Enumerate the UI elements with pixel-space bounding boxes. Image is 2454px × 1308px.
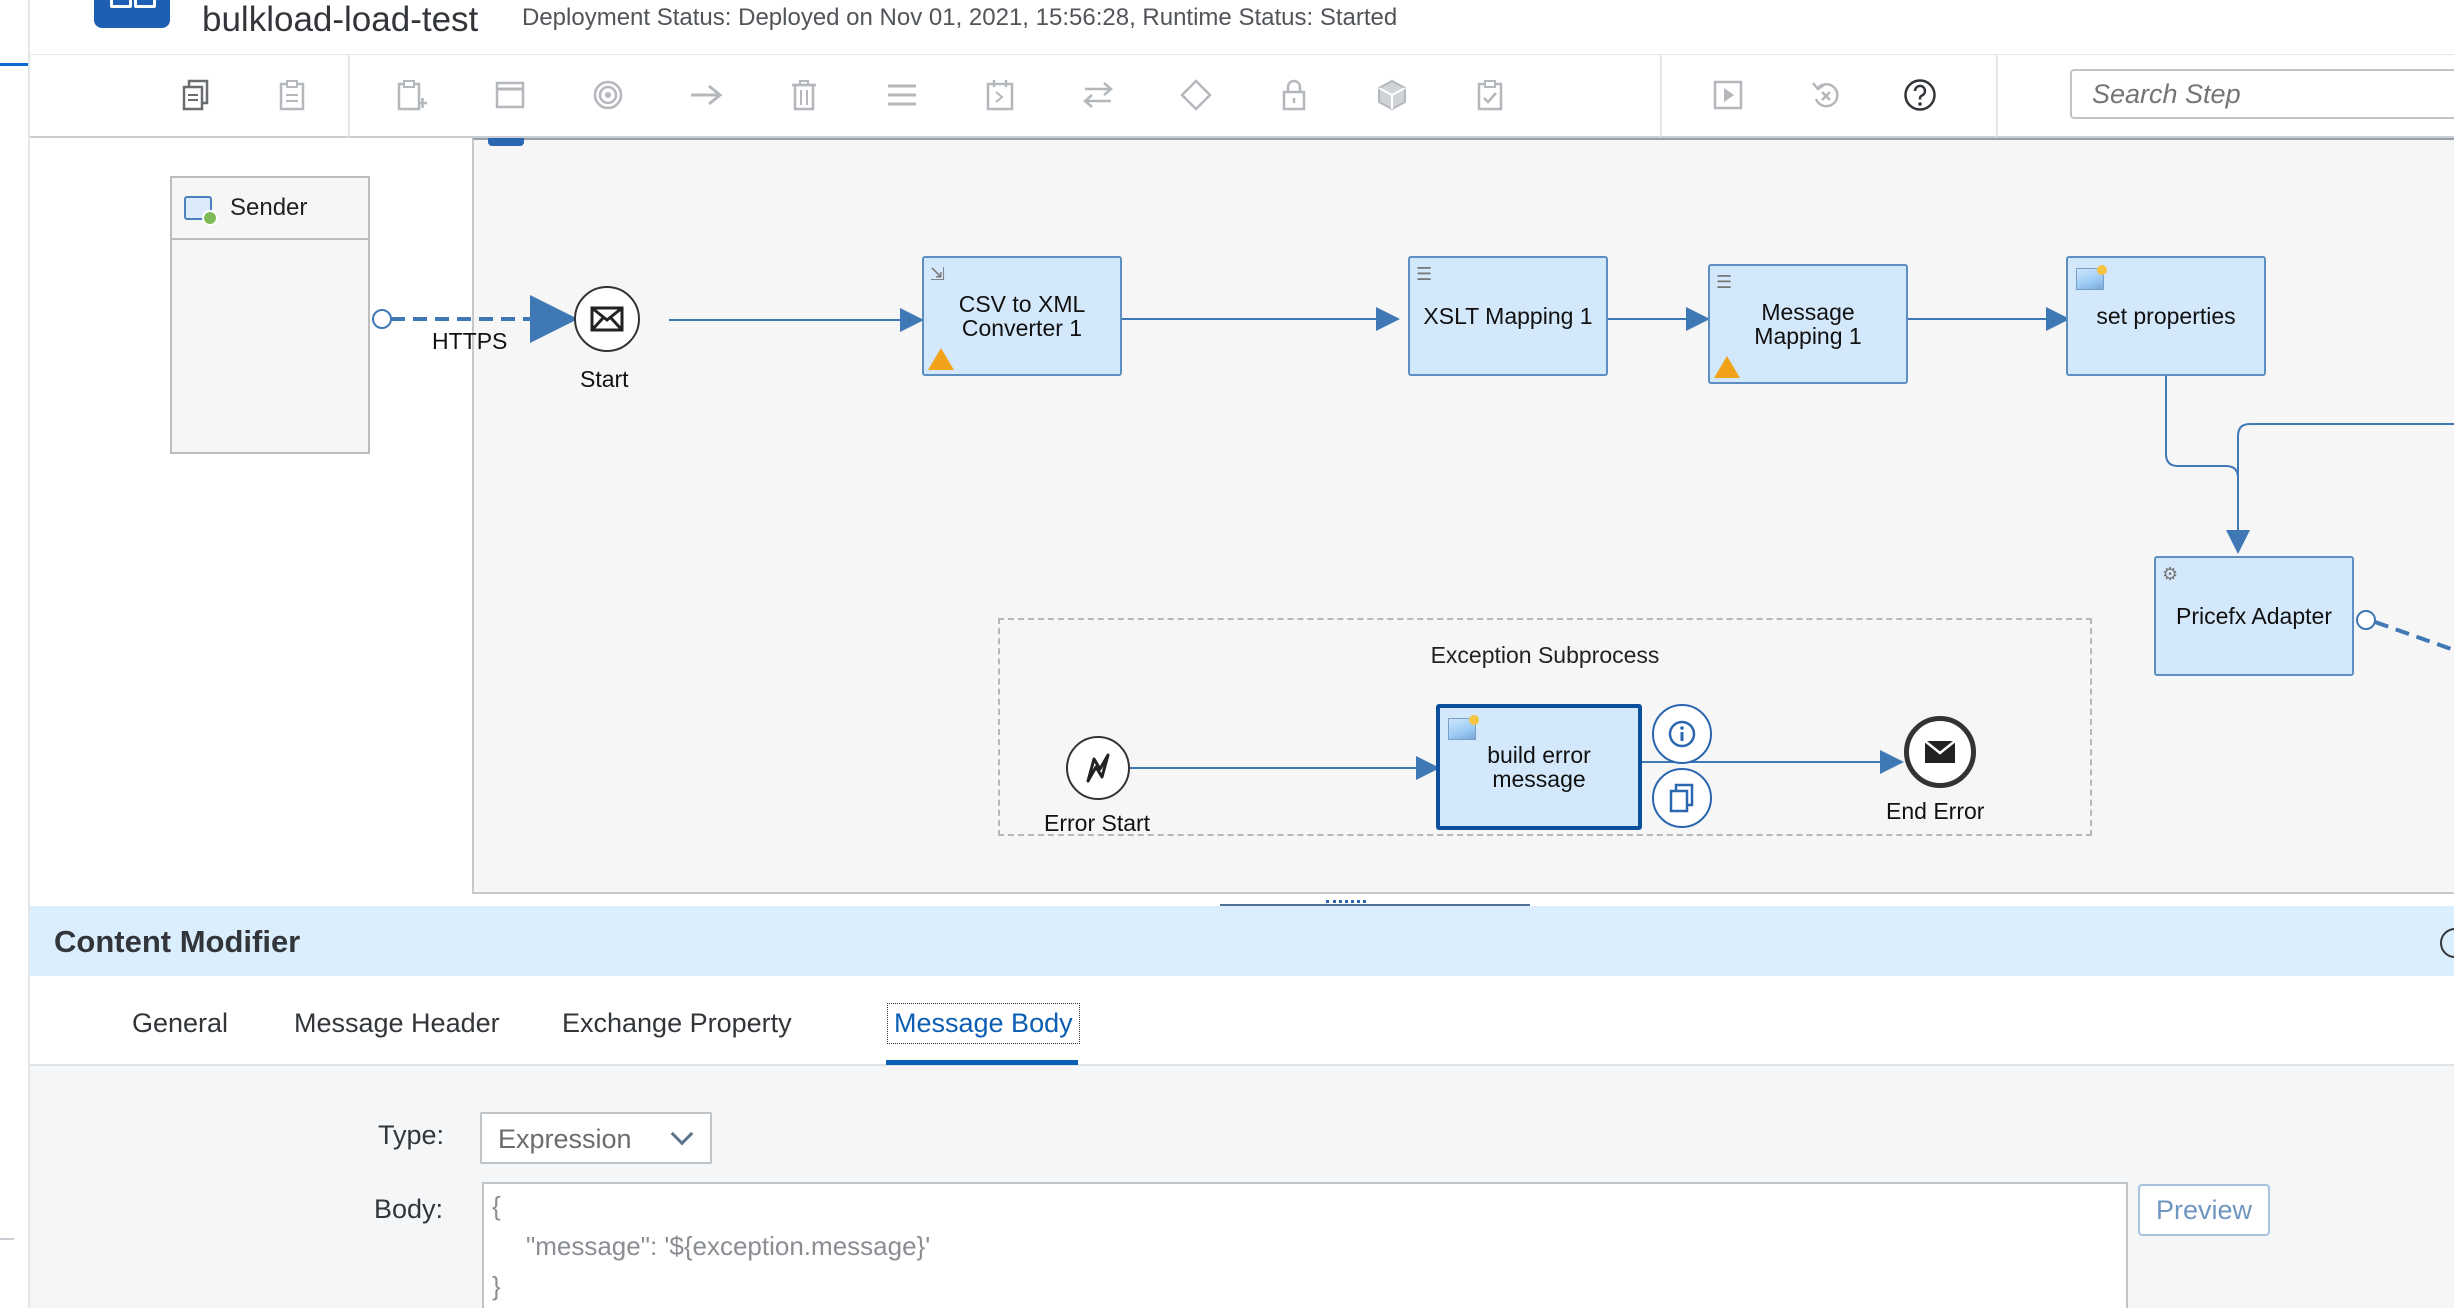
type-select[interactable]: Expression bbox=[480, 1112, 712, 1164]
deployment-status: Deployment Status: Deployed on Nov 01, 2… bbox=[522, 4, 1398, 31]
undo-icon[interactable] bbox=[1804, 73, 1848, 117]
envelope-icon bbox=[590, 306, 624, 332]
type-label: Type: bbox=[378, 1120, 445, 1150]
page-title: bulkload-load-test bbox=[202, 0, 479, 39]
gutter-tick bbox=[0, 1238, 14, 1240]
toolbar-separator bbox=[1996, 55, 1998, 137]
mapping-icon: ☰ bbox=[1416, 264, 1433, 284]
gear-icon: ⚙ bbox=[2162, 564, 2179, 584]
message-body-form: Type: Expression Body: { "message": '${e… bbox=[30, 1066, 2454, 1308]
toolbar-separator bbox=[348, 55, 350, 137]
content-modifier-icon bbox=[2076, 265, 2107, 290]
end-error-label: End Error bbox=[1886, 798, 1985, 824]
pool-header-icon bbox=[488, 138, 524, 146]
tab-general[interactable]: General bbox=[132, 1008, 229, 1038]
end-error-event[interactable] bbox=[1904, 716, 1976, 788]
cube-icon[interactable] bbox=[1370, 73, 1414, 117]
arrow-right-icon[interactable] bbox=[684, 73, 728, 117]
step-csv-to-xml-converter[interactable]: ⇲ CSV to XML Converter 1 bbox=[922, 256, 1122, 376]
step-xslt-mapping[interactable]: ☰ XSLT Mapping 1 bbox=[1408, 256, 1608, 376]
properties-tabs: General Message Header Exchange Property… bbox=[30, 976, 2454, 1066]
splitter-handle[interactable] bbox=[1326, 900, 1366, 908]
start-event[interactable] bbox=[574, 286, 640, 352]
tab-message-header[interactable]: Message Header bbox=[294, 1008, 500, 1038]
tab-exchange-property[interactable]: Exchange Property bbox=[562, 1008, 792, 1038]
step-label: CSV to XML Converter 1 bbox=[958, 291, 1086, 341]
start-label: Start bbox=[580, 366, 629, 392]
active-tab-indicator bbox=[886, 1060, 1078, 1065]
info-icon[interactable] bbox=[1652, 704, 1712, 764]
https-label: HTTPS bbox=[432, 328, 508, 354]
warning-icon bbox=[928, 348, 954, 370]
lightning-icon bbox=[1086, 753, 1110, 783]
panel-splitter[interactable] bbox=[1220, 904, 1530, 906]
step-label: XSLT Mapping 1 bbox=[1423, 303, 1593, 329]
step-label: Pricefx Adapter bbox=[2176, 603, 2332, 629]
page-header: bulkload-load-test Deployment Status: De… bbox=[30, 0, 2454, 54]
content-modifier-icon bbox=[1448, 715, 1479, 740]
exception-subprocess-title: Exception Subprocess bbox=[1430, 642, 1660, 668]
play-icon[interactable] bbox=[1706, 73, 1750, 117]
panel-title: Content Modifier bbox=[54, 924, 301, 959]
calendar-icon[interactable] bbox=[978, 73, 1022, 117]
warning-icon bbox=[1714, 356, 1740, 378]
body-line: } bbox=[492, 1271, 501, 1301]
step-message-mapping[interactable]: ☰ Message Mapping 1 bbox=[1708, 264, 1908, 384]
process-canvas[interactable]: Sender HTTPS Start ⇲ CSV to XML Converte… bbox=[30, 138, 2454, 906]
sender-header: Sender bbox=[172, 178, 368, 240]
body-label: Body: bbox=[374, 1194, 444, 1224]
step-build-error-message[interactable]: build error message bbox=[1436, 704, 1642, 830]
sender-connector-point bbox=[372, 309, 392, 329]
toolbar-separator bbox=[1660, 55, 1662, 137]
lock-icon[interactable] bbox=[1272, 73, 1316, 117]
error-start-event[interactable] bbox=[1066, 736, 1130, 800]
body-editor[interactable]: { "message": '${exception.message}' } bbox=[482, 1182, 2128, 1308]
preview-button[interactable]: Preview bbox=[2138, 1184, 2270, 1236]
expand-icon[interactable] bbox=[2440, 928, 2454, 958]
sender-participant[interactable]: Sender bbox=[170, 176, 370, 454]
help-icon[interactable] bbox=[1898, 73, 1942, 117]
envelope-filled-icon bbox=[1924, 740, 1956, 763]
copy-icon[interactable] bbox=[1652, 768, 1712, 828]
search-step-input[interactable] bbox=[2070, 69, 2454, 119]
left-gutter bbox=[0, 0, 30, 1308]
tab-message-body[interactable]: Message Body bbox=[887, 1003, 1080, 1044]
nav-accent bbox=[0, 63, 28, 66]
menu-icon[interactable] bbox=[880, 73, 924, 117]
properties-panel-header: Content Modifier bbox=[30, 906, 2454, 976]
paste-icon[interactable] bbox=[270, 73, 314, 117]
sender-icon bbox=[184, 196, 218, 226]
error-start-label: Error Start bbox=[1044, 810, 1151, 836]
body-line: { bbox=[492, 1191, 501, 1221]
body-line: "message": '${exception.message}' bbox=[526, 1231, 931, 1261]
clipboard-check-icon[interactable] bbox=[1468, 73, 1512, 117]
step-pricefx-adapter[interactable]: ⚙ Pricefx Adapter bbox=[2154, 556, 2354, 676]
trash-icon[interactable] bbox=[782, 73, 826, 117]
type-select-value: Expression bbox=[498, 1124, 632, 1154]
app-grid-icon[interactable] bbox=[94, 0, 170, 28]
window-icon[interactable] bbox=[488, 73, 532, 117]
add-step-icon[interactable] bbox=[390, 73, 434, 117]
swap-icon[interactable] bbox=[1076, 73, 1120, 117]
copy-icon[interactable] bbox=[174, 73, 218, 117]
converter-icon: ⇲ bbox=[930, 264, 946, 284]
step-label: set properties bbox=[2096, 303, 2236, 329]
diamond-icon[interactable] bbox=[1174, 73, 1218, 117]
chevron-down-icon bbox=[670, 1122, 694, 1146]
mapping-icon: ☰ bbox=[1716, 272, 1733, 292]
step-label: build error message bbox=[1487, 742, 1591, 792]
toolbar bbox=[30, 54, 2454, 138]
step-set-properties[interactable]: set properties bbox=[2066, 256, 2266, 376]
target-icon[interactable] bbox=[586, 73, 630, 117]
sender-label: Sender bbox=[230, 194, 308, 221]
step-label: Message Mapping 1 bbox=[1754, 299, 1862, 349]
